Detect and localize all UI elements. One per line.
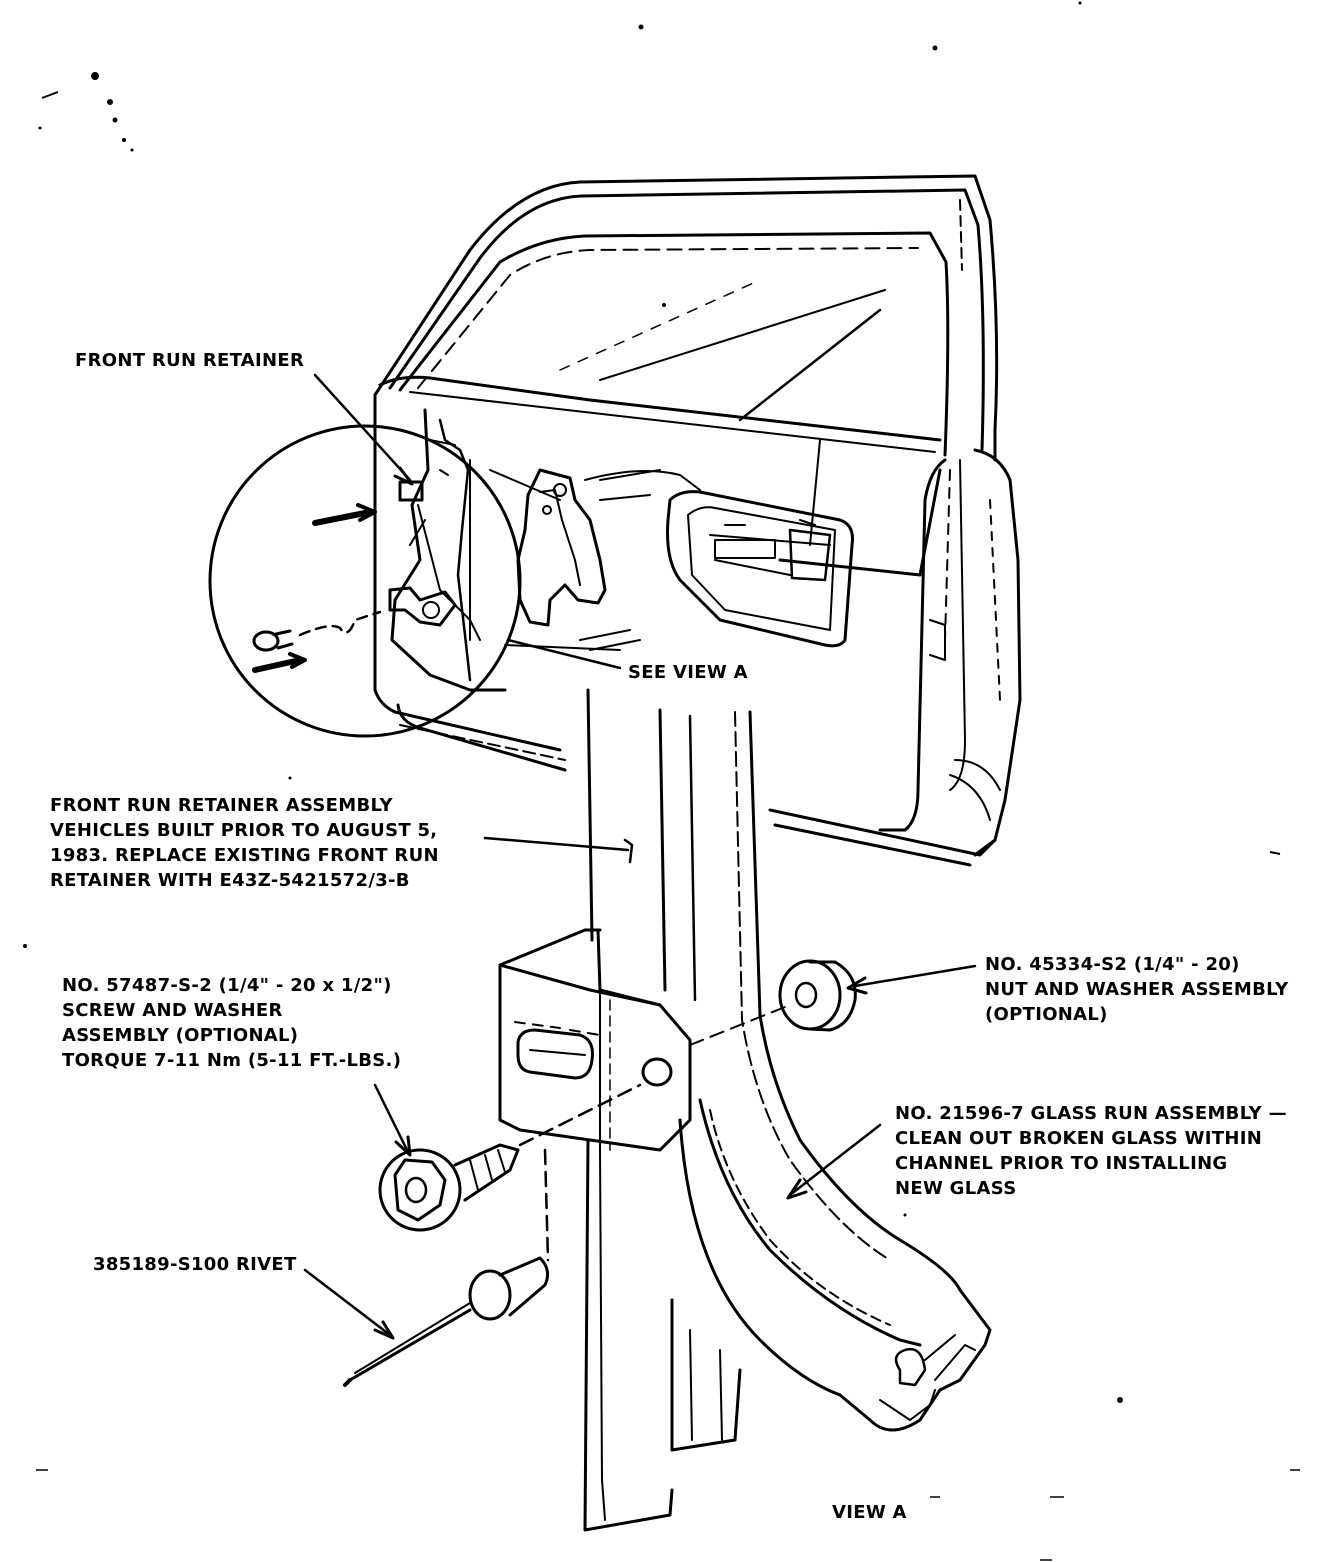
label-nut-and-washer: NO. 45334-S2 (1/4" - 20) NUT AND WASHER … — [985, 952, 1288, 1027]
label-line: 1983. REPLACE EXISTING FRONT RUN — [50, 845, 439, 866]
screw-and-washer — [378, 1143, 520, 1232]
label-see-view-a: SEE VIEW A — [628, 662, 748, 683]
label-view-a: VIEW A — [832, 1502, 907, 1523]
view-a-channel — [498, 688, 992, 1532]
label-line: VEHICLES BUILT PRIOR TO AUGUST 5, — [50, 820, 438, 841]
door-assembly — [373, 174, 1022, 867]
label-rivet: 385189-S100 RIVET — [93, 1254, 297, 1275]
label-screw-and-washer: NO. 57487-S-2 (1/4" - 20 x 1/2") SCREW A… — [62, 973, 401, 1073]
rivet — [343, 1256, 550, 1387]
leader-lines — [303, 373, 977, 1340]
label-line: NO. 45334-S2 (1/4" - 20) — [985, 954, 1240, 975]
label-line: NO. 57487-S-2 (1/4" - 20 x 1/2") — [62, 975, 392, 996]
label-line: RETAINER WITH E43Z-5421572/3-B — [50, 870, 410, 891]
label-line: FRONT RUN RETAINER ASSEMBLY — [50, 795, 393, 816]
front-run-retainer-detail — [208, 408, 522, 738]
label-line: TORQUE 7-11 Nm (5-11 FT.-LBS.) — [62, 1050, 402, 1071]
label-line: NUT AND WASHER ASSEMBLY — [985, 979, 1289, 1000]
nut-and-washer — [778, 959, 857, 1032]
label-line: NEW GLASS — [895, 1178, 1017, 1199]
label-glass-run: NO. 21596-7 GLASS RUN ASSEMBLY — CLEAN O… — [895, 1101, 1287, 1201]
label-line: CHANNEL PRIOR TO INSTALLING — [895, 1153, 1228, 1174]
label-line: NO. 21596-7 GLASS RUN ASSEMBLY — — [895, 1103, 1287, 1124]
label-retainer-assembly: FRONT RUN RETAINER ASSEMBLY VEHICLES BUI… — [50, 793, 439, 893]
label-line: CLEAN OUT BROKEN GLASS WITHIN — [895, 1128, 1263, 1149]
label-line: SCREW AND WASHER — [62, 1000, 283, 1021]
label-front-run-retainer: FRONT RUN RETAINER — [75, 350, 305, 371]
label-line: (OPTIONAL) — [985, 1004, 1108, 1025]
label-line: ASSEMBLY (OPTIONAL) — [62, 1025, 299, 1046]
scan-speckles — [23, 1, 1300, 1561]
